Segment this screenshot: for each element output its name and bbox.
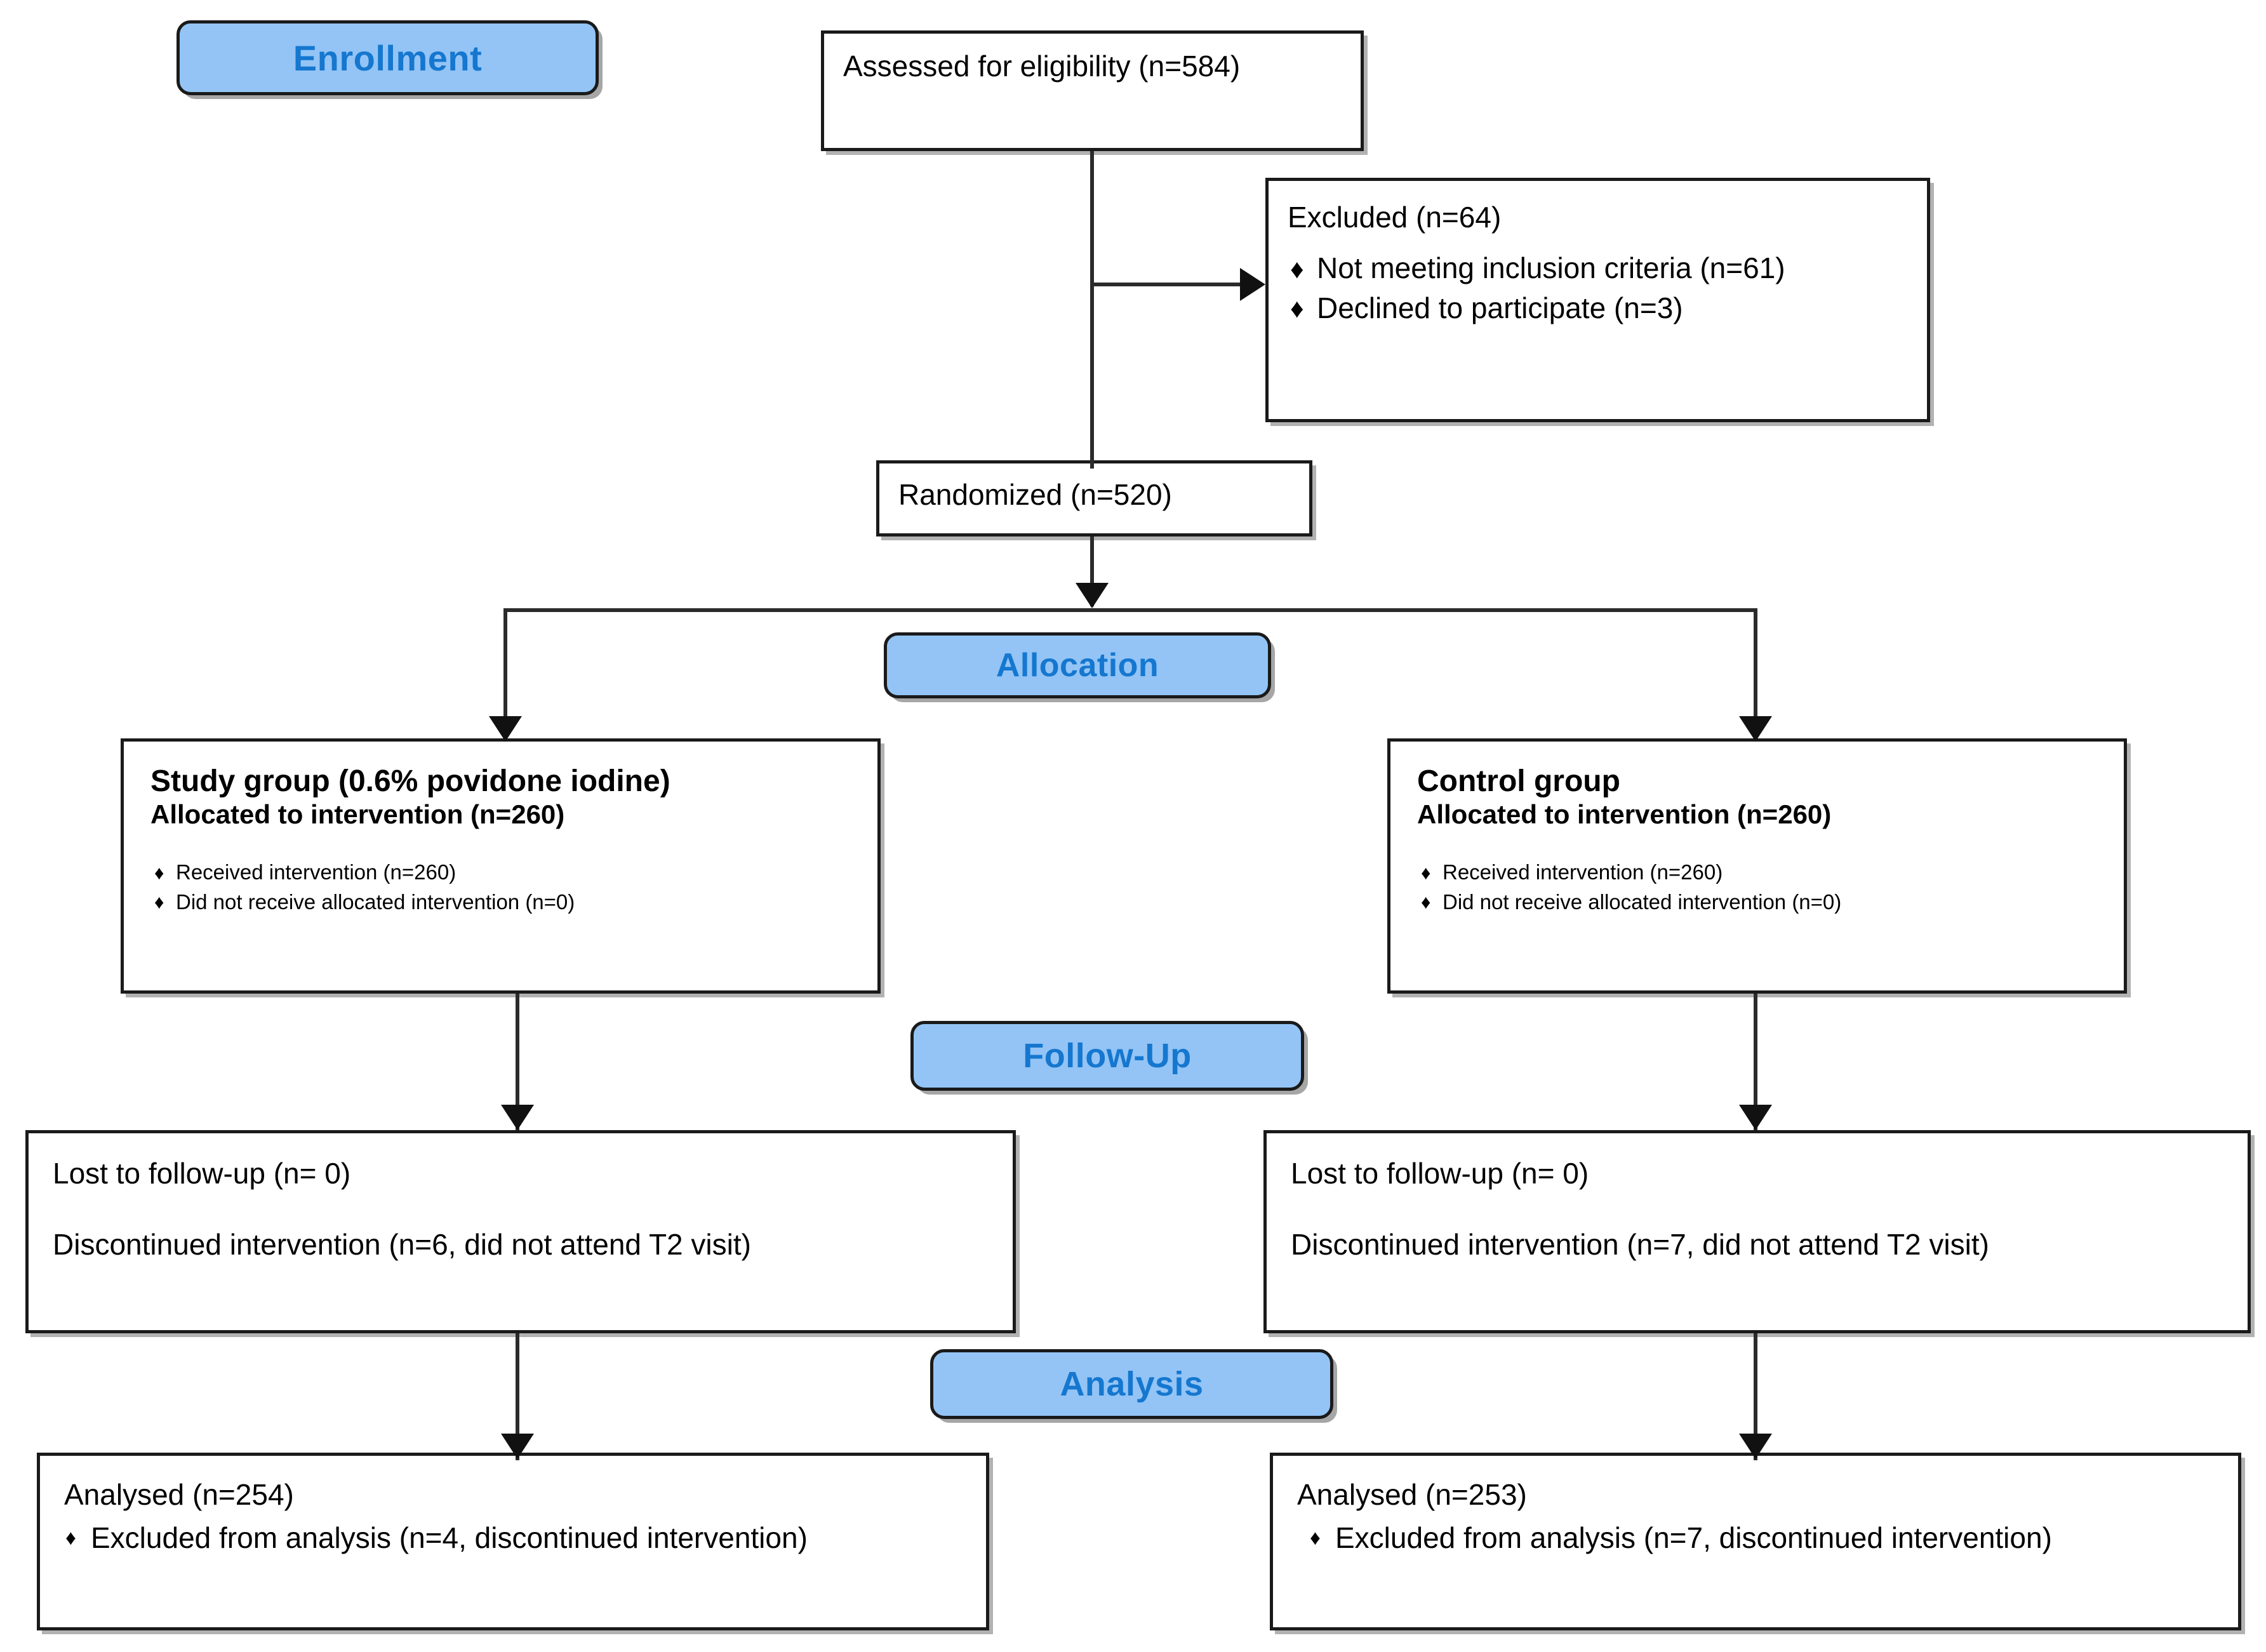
study-analysis-exclusion-text: Excluded from analysis (n=4, discontinue…	[91, 1521, 808, 1555]
excluded-box: Excluded (n=64) ♦ Not meeting inclusion …	[1265, 178, 1930, 422]
stage-badge-analysis: Analysis	[930, 1349, 1333, 1419]
list-item: ♦ Received intervention (n=260)	[1417, 860, 2097, 884]
list-item: ♦ Excluded from analysis (n=7, discontin…	[1297, 1521, 2214, 1555]
study-group-title: Study group (0.6% povidone iodine)	[150, 764, 670, 798]
connector-split-to-control-group	[1754, 608, 1757, 738]
list-item: ♦ Declined to participate (n=3)	[1288, 291, 1908, 325]
arrow-randomized-split	[1076, 583, 1109, 608]
diamond-bullet-icon: ♦	[1310, 1526, 1321, 1550]
study-lost-to-followup-text: Lost to follow-up (n= 0)	[53, 1157, 351, 1190]
diamond-bullet-icon: ♦	[65, 1526, 76, 1550]
control-analysis-exclusion-text: Excluded from analysis (n=7, discontinue…	[1335, 1521, 2052, 1555]
list-item: ♦ Received intervention (n=260)	[150, 860, 851, 884]
diamond-bullet-icon: ♦	[1290, 293, 1304, 324]
study-group-detail-text: Received intervention (n=260)	[176, 860, 457, 884]
control-group-box: Control group Allocated to intervention …	[1387, 738, 2127, 994]
control-group-title: Control group	[1417, 764, 1620, 798]
assessed-for-eligibility-box: Assessed for eligibility (n=584)	[821, 30, 1364, 151]
control-group-allocated: Allocated to intervention (n=260)	[1417, 799, 1832, 829]
excluded-title: Excluded (n=64)	[1288, 201, 1502, 234]
study-discontinued-text: Discontinued intervention (n=6, did not …	[53, 1228, 751, 1262]
list-item: ♦ Not meeting inclusion criteria (n=61)	[1288, 251, 1908, 285]
study-analysed-text: Analysed (n=254)	[64, 1478, 294, 1511]
stage-badge-analysis-label: Analysis	[1060, 1365, 1204, 1403]
connector-randomized-to-split	[1090, 536, 1094, 606]
excluded-reason-text: Not meeting inclusion criteria (n=61)	[1317, 251, 1785, 285]
arrow-to-study-group	[489, 716, 522, 742]
connector-control-followup-to-analysis	[1754, 1333, 1757, 1460]
list-item: ♦ Did not receive allocated intervention…	[1417, 890, 2097, 914]
arrow-to-control-group	[1739, 716, 1772, 742]
arrow-control-to-followup	[1739, 1105, 1772, 1130]
diamond-bullet-icon: ♦	[1421, 863, 1431, 884]
connector-assessed-to-randomized	[1090, 151, 1094, 469]
connector-study-followup-to-analysis	[516, 1333, 519, 1460]
arrow-study-followup-to-analysis	[501, 1434, 534, 1459]
diamond-bullet-icon: ♦	[1421, 892, 1431, 914]
stage-badge-followup-label: Follow-Up	[1023, 1037, 1192, 1075]
arrow-study-to-followup	[501, 1105, 534, 1130]
control-lost-to-followup-text: Lost to follow-up (n= 0)	[1291, 1157, 1589, 1190]
allocation-split-bar	[503, 608, 1757, 612]
connector-control-to-followup	[1754, 994, 1757, 1130]
study-group-detail-text: Did not receive allocated intervention (…	[176, 889, 575, 914]
connector-branch-to-excluded	[1090, 283, 1241, 286]
arrow-control-followup-to-analysis	[1739, 1434, 1772, 1459]
control-analysis-box: Analysed (n=253) ♦ Excluded from analysi…	[1270, 1453, 2241, 1630]
control-group-detail-text: Did not receive allocated intervention (…	[1443, 889, 1842, 914]
study-followup-box: Lost to follow-up (n= 0) Discontinued in…	[25, 1130, 1016, 1333]
randomized-box: Randomized (n=520)	[876, 460, 1312, 536]
study-analysis-exclusion-list: ♦ Excluded from analysis (n=4, discontin…	[64, 1521, 962, 1555]
stage-badge-enrollment-label: Enrollment	[293, 37, 483, 78]
stage-badge-followup: Follow-Up	[910, 1021, 1304, 1091]
control-discontinued-text: Discontinued intervention (n=7, did not …	[1291, 1228, 1989, 1262]
control-analysed-text: Analysed (n=253)	[1297, 1478, 1527, 1511]
excluded-reason-text: Declined to participate (n=3)	[1317, 291, 1683, 324]
control-group-detail-text: Received intervention (n=260)	[1443, 860, 1723, 884]
study-group-box: Study group (0.6% povidone iodine) Alloc…	[121, 738, 881, 994]
stage-badge-allocation-label: Allocation	[996, 647, 1159, 684]
study-group-allocated: Allocated to intervention (n=260)	[150, 799, 565, 829]
diamond-bullet-icon: ♦	[154, 863, 164, 884]
control-group-detail-list: ♦ Received intervention (n=260) ♦ Did no…	[1417, 860, 2097, 914]
stage-badge-allocation: Allocation	[884, 632, 1271, 698]
list-item: ♦ Did not receive allocated intervention…	[150, 890, 851, 914]
control-analysis-exclusion-list: ♦ Excluded from analysis (n=7, discontin…	[1297, 1521, 2214, 1555]
stage-badge-enrollment: Enrollment	[177, 20, 599, 95]
arrow-to-excluded	[1240, 268, 1265, 301]
control-followup-box: Lost to follow-up (n= 0) Discontinued in…	[1263, 1130, 2251, 1333]
list-item: ♦ Excluded from analysis (n=4, discontin…	[64, 1521, 962, 1555]
diamond-bullet-icon: ♦	[1290, 254, 1304, 284]
study-group-detail-list: ♦ Received intervention (n=260) ♦ Did no…	[150, 860, 851, 914]
excluded-reason-list: ♦ Not meeting inclusion criteria (n=61) …	[1288, 251, 1908, 325]
diamond-bullet-icon: ♦	[154, 892, 164, 914]
connector-study-to-followup	[516, 994, 519, 1130]
connector-split-to-study-group	[503, 608, 507, 738]
assessed-for-eligibility-text: Assessed for eligibility (n=584)	[843, 50, 1241, 83]
randomized-text: Randomized (n=520)	[898, 478, 1172, 511]
study-analysis-box: Analysed (n=254) ♦ Excluded from analysi…	[37, 1453, 989, 1630]
